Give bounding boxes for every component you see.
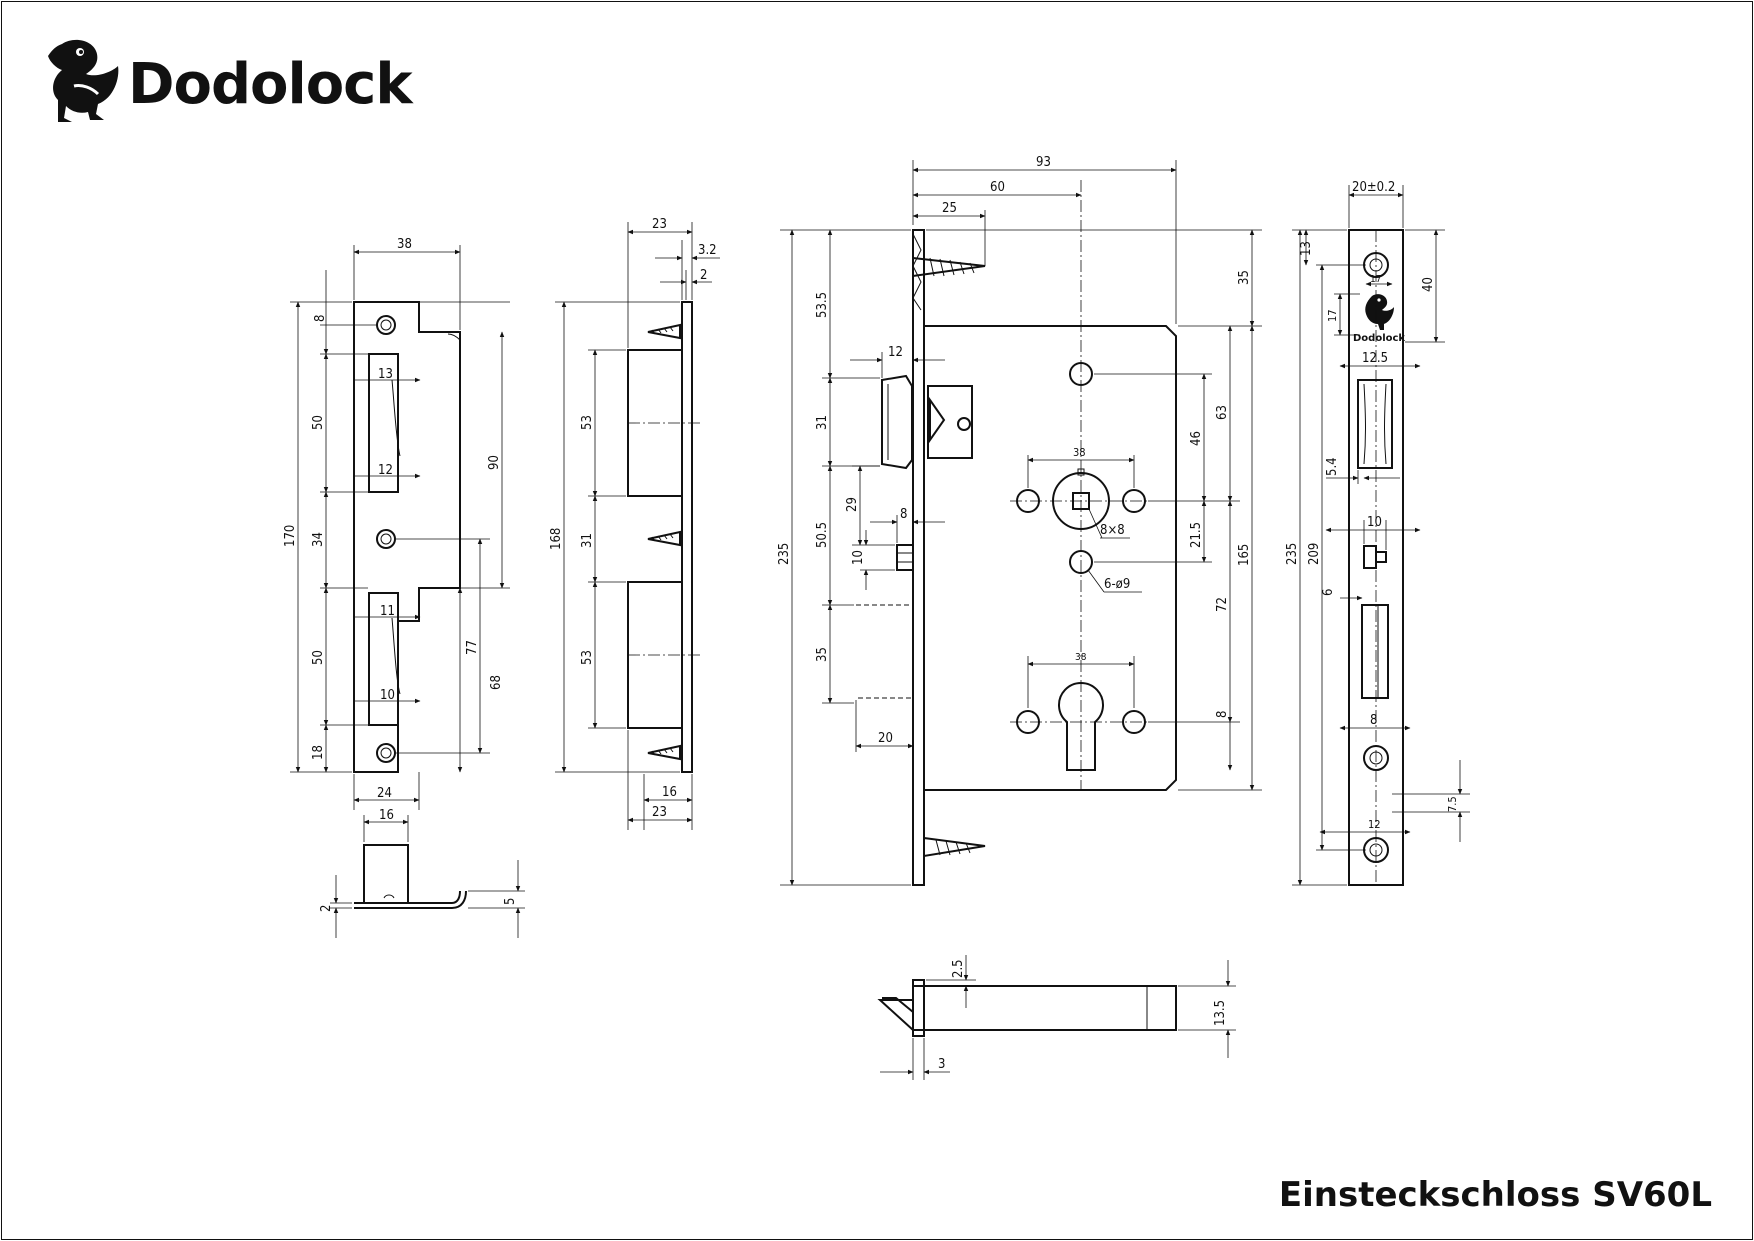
dim-body-8: 8: [1215, 711, 1230, 718]
dim-body-31: 31: [815, 415, 830, 430]
dim-body-35-left: 35: [815, 647, 830, 662]
dim-fp-5-4: 5.4: [1325, 457, 1340, 476]
dim-body-60: 60: [990, 180, 1005, 195]
dim-strike-24: 24: [377, 786, 392, 801]
dim-body-235: 235: [777, 543, 792, 565]
dim-fp-12: 12: [1368, 818, 1381, 831]
dim-side-53b: 53: [580, 650, 595, 665]
dim-body-holes: 6-ø9: [1104, 577, 1130, 592]
strike-tab-view: 16 2 5: [319, 808, 525, 938]
dodo-logo-icon: [48, 39, 119, 123]
dim-body-46: 46: [1189, 431, 1204, 446]
dim-fp-40: 40: [1421, 277, 1436, 292]
dim-strike-18: 18: [311, 745, 326, 760]
dim-strike-50a: 50: [311, 415, 326, 430]
screw-icon: [647, 323, 681, 340]
faceplate-front-view: Dodolock 20±0.2 235 209 13 40 17: [1285, 180, 1470, 886]
dim-latch-3: 3: [938, 1057, 945, 1072]
dim-body-93: 93: [1036, 155, 1051, 170]
dim-latch-2-5: 2.5: [951, 959, 966, 978]
screw-icon: [912, 256, 986, 278]
dim-side-3-2: 3.2: [698, 243, 717, 258]
dim-body-165: 165: [1237, 544, 1252, 566]
dim-body-53-5: 53.5: [815, 292, 830, 318]
dim-fp-17-v: 17: [1326, 309, 1339, 322]
dim-body-12: 12: [888, 345, 903, 360]
dim-body-square: 8×8: [1100, 523, 1125, 538]
dim-fp-7-5: 7.5: [1446, 796, 1459, 812]
dim-body-21-5: 21.5: [1189, 522, 1204, 548]
dim-fp-209: 209: [1307, 543, 1322, 565]
drawing-title: Einsteckschloss SV60L: [1279, 1175, 1712, 1215]
dim-fp-12-5: 12.5: [1362, 351, 1388, 366]
dim-side-53a: 53: [580, 415, 595, 430]
faceplate-brand-text: Dodolock: [1353, 333, 1405, 344]
dim-strike-170: 170: [283, 525, 298, 547]
screw-icon: [647, 530, 681, 547]
dim-strike-38: 38: [397, 237, 412, 252]
dim-strike-90: 90: [487, 455, 502, 470]
brand-wordmark: Dodolock: [128, 52, 414, 117]
dim-body-50-5: 50.5: [815, 522, 830, 548]
dim-strike-68: 68: [489, 675, 504, 690]
screw-icon: [647, 744, 681, 761]
dim-fp-13: 13: [1299, 241, 1314, 256]
dim-strike-11: 11: [380, 604, 395, 619]
dim-body-25: 25: [942, 201, 957, 216]
dim-strike-13: 13: [378, 367, 393, 382]
dim-body-63: 63: [1215, 405, 1230, 420]
dim-tab-5: 5: [503, 898, 518, 905]
lock-body-view: 93 60 25 235 53.5 31 50.5 35 12 29: [777, 155, 1262, 886]
dim-side-16: 16: [662, 785, 677, 800]
dim-tab-2: 2: [319, 905, 334, 912]
dim-body-29: 29: [845, 497, 860, 512]
dim-strike-77: 77: [465, 640, 480, 655]
screw-icon: [923, 836, 986, 858]
dim-side-2: 2: [700, 268, 707, 283]
dim-side-31: 31: [580, 533, 595, 548]
dim-tab-16: 16: [379, 808, 394, 823]
dim-body-cyl-38: 38: [1075, 652, 1087, 663]
dim-fp-8: 8: [1370, 713, 1377, 728]
dim-fp-235: 235: [1285, 543, 1300, 565]
dodo-mini-logo-icon: [1365, 294, 1394, 330]
dim-fp-10: 10: [1367, 515, 1382, 530]
dim-body-72: 72: [1215, 597, 1230, 612]
dim-fp-17-h: 17: [1370, 274, 1381, 285]
dim-body-spindle-38: 38: [1073, 446, 1086, 459]
dim-strike-8: 8: [313, 315, 328, 322]
dim-fp-6: 6: [1321, 589, 1336, 596]
dim-strike-10: 10: [380, 688, 395, 703]
dim-side-168: 168: [549, 528, 564, 550]
strike-plate-front-view: 38 170 8 50 34 50 18 90 77 68 13 12: [283, 237, 510, 810]
dim-body-8-aux: 8: [900, 507, 907, 522]
dim-side-23-bot: 23: [652, 805, 667, 820]
dim-latch-13-5: 13.5: [1213, 1000, 1228, 1026]
dim-body-35-right: 35: [1237, 270, 1252, 285]
dim-strike-34: 34: [311, 532, 326, 547]
dim-strike-50b: 50: [311, 650, 326, 665]
dim-side-23-top: 23: [652, 217, 667, 232]
strike-plate-side-view: 23 3.2 2 168 53 31 53 16 23: [549, 217, 720, 830]
dim-body-20: 20: [878, 731, 893, 746]
dim-strike-12: 12: [378, 463, 393, 478]
dim-body-10: 10: [851, 550, 866, 565]
dim-fp-20: 20±0.2: [1352, 180, 1395, 195]
latch-top-view: 2.5 13.5 3: [877, 955, 1236, 1080]
